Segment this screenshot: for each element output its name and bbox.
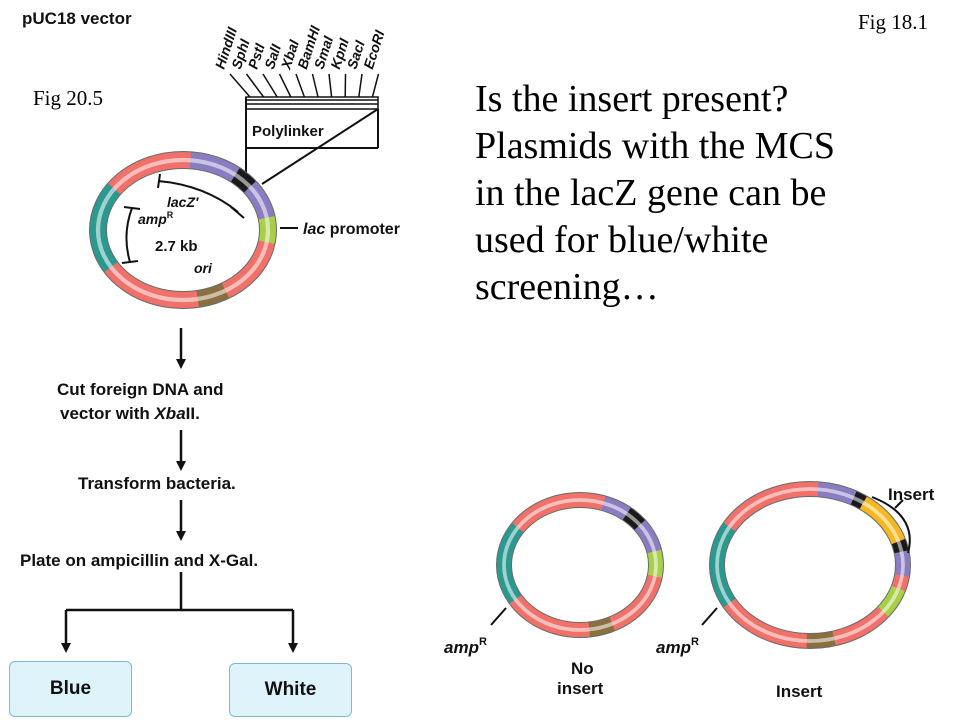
- blue-colony-box: Blue: [9, 661, 132, 717]
- ring-outline: [511, 507, 649, 623]
- ring-outline: [89, 151, 277, 309]
- insert-bracket-tick: [894, 499, 904, 509]
- enzyme-tick: [311, 73, 319, 98]
- question-line: Plasmids with the MCS: [475, 125, 835, 167]
- polylinker-bar: [245, 96, 379, 185]
- enzyme-tick: [278, 73, 292, 98]
- step-transform: Transform bacteria.: [78, 474, 236, 493]
- lacz-label: lacZ′: [167, 194, 199, 210]
- polylinker-label: Polylinker: [252, 123, 324, 140]
- no-insert-label-line1: No: [571, 659, 594, 678]
- enzyme-tick: [229, 73, 251, 98]
- enzyme-tick: [328, 73, 333, 98]
- plasmid-with-insert-ring: [709, 481, 911, 649]
- plasmid-no-insert-ring: [496, 492, 664, 638]
- enzyme-tick: [295, 73, 306, 98]
- step-cut-line1: Cut foreign DNA and: [57, 380, 224, 399]
- plasmid-size-label: 2.7 kb: [155, 238, 198, 255]
- no-insert-label-line2: insert: [557, 679, 604, 698]
- enzyme-tick: [245, 73, 265, 98]
- ring-outline: [724, 496, 896, 634]
- white-colony-box: White: [229, 663, 352, 717]
- figure-label-20-5: Fig 20.5: [33, 86, 104, 110]
- enzyme-label: PstI: [245, 41, 268, 71]
- lac-promoter-label: lac promoter: [303, 221, 400, 238]
- enzyme-tick: [262, 73, 278, 98]
- ring-outline: [106, 168, 260, 292]
- ori-label: ori: [194, 260, 213, 276]
- plasmid-inner-map: [121, 173, 245, 264]
- enzyme-label: SalI: [261, 41, 284, 71]
- question-line: screening…: [475, 266, 659, 308]
- insert-bracket-label: Insert: [888, 485, 935, 504]
- insert-label: Insert: [776, 682, 823, 701]
- enzyme-tick: [371, 73, 380, 98]
- ring-highlight: [95, 157, 271, 303]
- vector-title: pUC18 vector: [22, 9, 132, 28]
- amp-label-no-insert: ampR: [444, 636, 487, 657]
- question-line: Is the insert present?: [475, 78, 789, 120]
- enzyme-tick: [358, 73, 363, 98]
- amp-pointer-right: [701, 607, 718, 626]
- ring-outline: [709, 481, 911, 649]
- question-line: in the lacZ gene can be: [475, 172, 827, 214]
- step-plate: Plate on ampicillin and X-Gal.: [20, 551, 258, 570]
- figure-label-18-1: Fig 18.1: [858, 10, 929, 34]
- ring-highlight: [502, 498, 658, 632]
- question-line: used for blue/white: [475, 219, 769, 261]
- white-colony-label: White: [264, 679, 317, 700]
- step-cut-line2: vector with XbaII.: [60, 404, 200, 423]
- insert-bracket: [871, 496, 911, 554]
- flow-arrows: [61, 328, 298, 653]
- restriction-site-labels: HindIIISphIPstISalIXbaIBamHISmaIKpnISacI…: [212, 23, 388, 72]
- amp-label: ampR: [138, 210, 174, 227]
- amp-pointer-left: [490, 607, 507, 626]
- restriction-site-ticks: [229, 73, 380, 98]
- ring-outline: [496, 492, 664, 638]
- puc18-plasmid-ring: [89, 151, 277, 309]
- question-text: Is the insert present? Plasmids with the…: [475, 76, 945, 311]
- amp-label-insert: ampR: [656, 636, 699, 657]
- ring-highlight: [715, 487, 905, 643]
- blue-colony-label: Blue: [49, 678, 92, 699]
